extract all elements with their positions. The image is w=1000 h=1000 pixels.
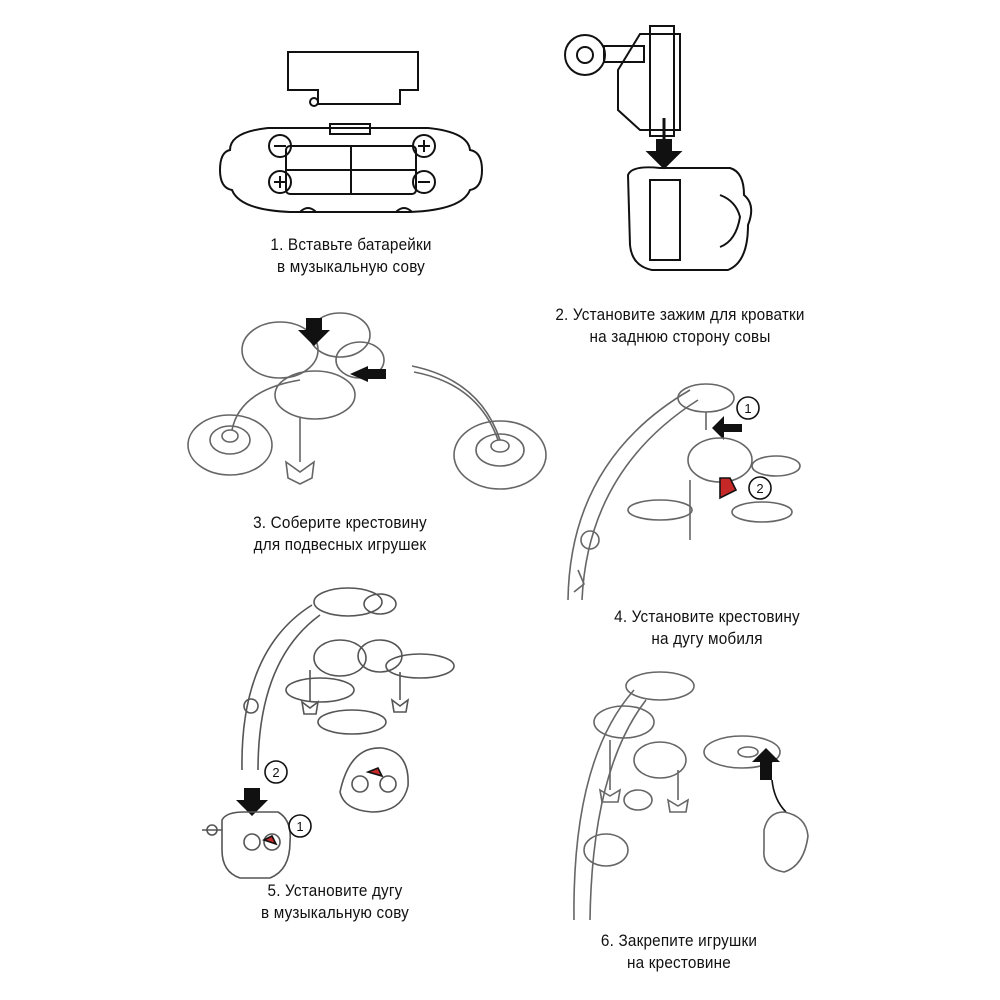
step-title: 4. Установите крестовину <box>614 607 800 626</box>
owl-back-body <box>626 166 753 271</box>
marker-2-step5 <box>264 760 288 784</box>
battery-polarity-markers <box>268 134 436 194</box>
arrow-down <box>298 318 330 346</box>
owl-front <box>221 811 292 879</box>
step5-caption: 5. Установите дугу в музыкальную сову <box>250 880 421 924</box>
step6-caption: 6. Закрепите игрушки на крестовине <box>594 930 765 974</box>
step-title: 3. Соберите крестовину <box>253 513 427 532</box>
butterfly-toy <box>284 460 316 485</box>
step3-caption: 3. Соберите крестовину для подвесных игр… <box>241 512 439 556</box>
arrow-down-step5 <box>236 788 268 816</box>
marker-1-step5 <box>288 814 312 838</box>
step6-toys-illustration <box>573 671 809 921</box>
step4-caption: 4. Установите крестовину на дугу мобиля <box>613 606 802 650</box>
step1-caption: 1. Вставьте батарейки в музыкальную сову <box>248 234 455 278</box>
clamp-knob <box>564 34 606 76</box>
marker-digit: 2 <box>756 481 763 496</box>
step-title: 5. Установите дугу <box>267 881 403 900</box>
battery-housing <box>218 127 484 213</box>
clamp-body <box>617 33 681 131</box>
step-subtitle: в музыкальную сову <box>260 902 409 922</box>
step2-clamp-illustration <box>564 25 753 271</box>
step5-arch-into-owl-illustration <box>202 587 455 879</box>
marker-digit: 1 <box>744 401 751 416</box>
marker-1-step4 <box>736 396 760 420</box>
arrow-up-step6 <box>752 748 780 780</box>
step2-caption: 2. Установите зажим для кроватки на задн… <box>536 304 824 348</box>
step-subtitle: на дугу мобиля <box>651 628 763 648</box>
step-subtitle: в музыкальную сову <box>276 256 425 276</box>
clamp-arrow <box>645 139 683 170</box>
arch-bar <box>567 389 699 601</box>
step3-crossbar-illustration <box>187 312 547 490</box>
step1-battery-illustration <box>218 51 484 213</box>
step-title: 6. Закрепите игрушки <box>600 931 758 950</box>
toy-bunny <box>763 811 809 873</box>
step4-arch-illustration <box>567 383 801 601</box>
owl-detail-inset <box>339 747 409 813</box>
step-title: 2. Установите зажим для кроватки <box>555 305 805 324</box>
marker-2-step4 <box>748 476 772 500</box>
arrow-into-arch <box>712 416 742 440</box>
step-subtitle: для подвесных игрушек <box>253 534 427 554</box>
red-lock-button <box>719 477 738 500</box>
marker-digit: 1 <box>296 819 303 834</box>
arrow-left <box>350 366 386 382</box>
marker-digit: 2 <box>272 765 279 780</box>
step-subtitle: на крестовине <box>627 952 731 972</box>
step-subtitle: на заднюю сторону совы <box>589 326 771 346</box>
step-title: 1. Вставьте батарейки <box>270 235 432 254</box>
battery-cover <box>287 51 419 105</box>
